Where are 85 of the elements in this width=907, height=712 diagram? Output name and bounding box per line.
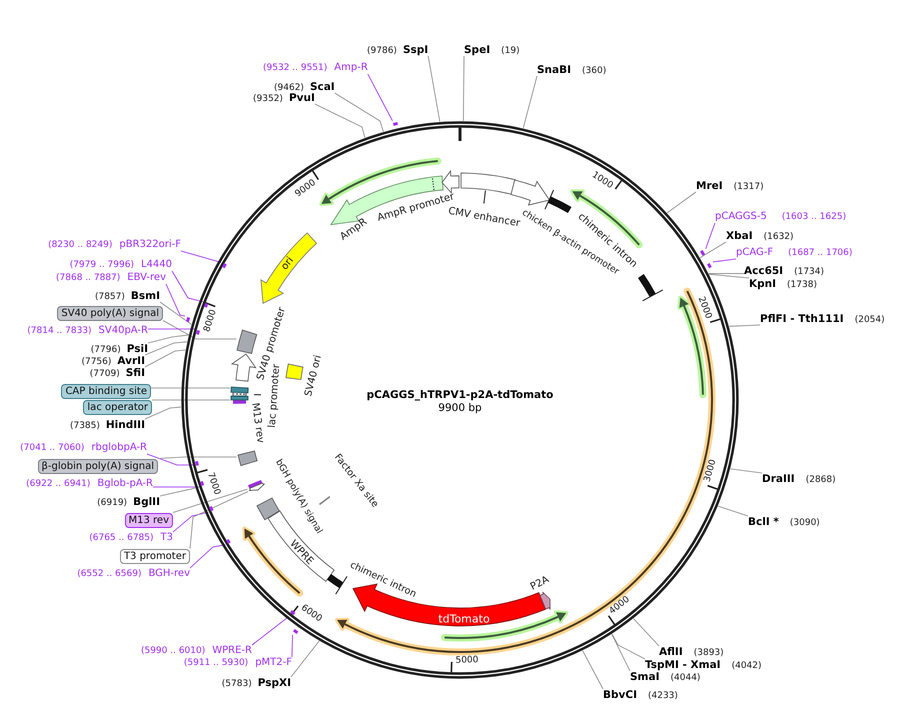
- primer-name: SV40pA-R: [98, 325, 148, 337]
- tick-label: 3000: [704, 458, 719, 483]
- primer-name: rbglobpA-R: [91, 442, 147, 454]
- site-position: (9352): [253, 93, 283, 105]
- enzyme-name: BsmI: [130, 290, 160, 302]
- enzyme-name: SfiI: [126, 367, 145, 379]
- primer-name: L4440: [140, 259, 172, 271]
- feature-label: M13 rev: [249, 402, 265, 444]
- tick-label: 8000: [203, 309, 219, 334]
- enzyme-name: DraIII: [762, 473, 795, 485]
- site-position: (1317): [734, 181, 764, 193]
- primer-position: (1687 .. 1706): [788, 247, 852, 259]
- site-position: (4042): [732, 660, 762, 672]
- primer-position: (5911 .. 5930): [184, 657, 248, 669]
- site-position: (7756): [81, 356, 112, 368]
- primer-name: WPRE-R: [212, 645, 252, 657]
- enzyme-name: SmaI: [630, 671, 660, 683]
- enzyme-name: SspI: [402, 44, 428, 56]
- enzyme-name: SnaBI: [537, 64, 572, 76]
- feature-label: ori: [280, 256, 296, 272]
- feature-label: lac promoter: [268, 364, 282, 428]
- enzyme-name: MreI: [696, 180, 723, 192]
- site-position: (9786): [367, 45, 397, 57]
- enzyme-name: XbaI: [726, 230, 753, 242]
- site-position: (2868): [806, 474, 836, 486]
- site-position: (3090): [790, 517, 820, 529]
- primer-name: pCAGGS-5: [715, 211, 767, 223]
- site-position: (9462): [274, 82, 304, 93]
- enzyme-name: BglII: [133, 496, 160, 508]
- site-position: (7709): [90, 368, 120, 380]
- primer-position: (5990 .. 6010): [140, 645, 206, 657]
- site-position: (1734): [794, 266, 824, 278]
- enzyme-name: AvrII: [117, 355, 145, 367]
- plasmid-length: 9900 bp: [438, 403, 482, 415]
- site-position: (19): [501, 45, 520, 57]
- site-position: (3893): [694, 647, 724, 659]
- primer-name: BGH-rev: [148, 568, 190, 580]
- primer-position: (8230 .. 8249): [48, 239, 112, 251]
- feature-label: SV40 ori: [304, 354, 324, 398]
- enzyme-name: KpnI: [749, 278, 776, 290]
- site-position: (4044): [670, 672, 700, 684]
- primer-position: (7979 .. 7996): [70, 259, 134, 271]
- primer-name: pCAG-F: [736, 247, 774, 259]
- tick-label: 7000: [205, 472, 221, 497]
- primer-position: (6552 .. 6569): [77, 568, 142, 580]
- site-position: (7857): [94, 291, 125, 303]
- enzyme-name: Acc65I: [744, 264, 784, 276]
- primer-position: (7814 .. 7833): [27, 325, 92, 337]
- primer-name: T3: [160, 532, 173, 544]
- primer-name: pMT2-F: [255, 657, 292, 669]
- enzyme-name: HindIII: [106, 419, 145, 431]
- enzyme-name: PvuI: [288, 92, 315, 104]
- site-position: (2054): [854, 314, 885, 326]
- primer-position: (1603 .. 1625): [782, 211, 846, 223]
- site-position: (4233): [648, 690, 678, 702]
- primer-position: (6922 .. 6941): [26, 478, 90, 490]
- primer-name: pBR322ori-F: [119, 239, 181, 251]
- enzyme-name: AflII: [659, 646, 683, 658]
- enzyme-name: BbvCI: [603, 689, 637, 701]
- site-position: (360): [582, 65, 606, 77]
- feature-label: P2A: [529, 575, 551, 593]
- enzyme-name: ScaI: [310, 81, 335, 93]
- tick-label: 5000: [456, 656, 479, 666]
- enzyme-name: TspMI - XmaI: [645, 659, 721, 671]
- plasmid-name: pCAGGS_hTRPV1-p2A-tdTomato: [366, 390, 554, 402]
- enzyme-name: PspXI: [258, 677, 291, 689]
- primer-name: EBV-rev: [127, 272, 166, 284]
- feature-label: tdTomato: [438, 613, 490, 624]
- enzyme-name: BclI *: [748, 516, 779, 528]
- site-position: (7385): [70, 420, 100, 432]
- enzyme-name: SpeI: [464, 44, 490, 56]
- primer-position: (7041 .. 7060): [20, 442, 84, 454]
- primer-position: (6765 .. 6785): [89, 532, 154, 544]
- enzyme-name: PsiI: [126, 343, 148, 355]
- site-position: (7796): [90, 344, 121, 356]
- primer-name: Bglob-pA-R: [97, 478, 153, 490]
- tick-label: 2000: [696, 296, 712, 320]
- primer-name: Amp-R: [334, 62, 368, 74]
- site-position: (5783): [222, 678, 252, 690]
- primer-position: (9532 .. 9551): [263, 62, 328, 74]
- site-position: (1632): [764, 231, 794, 243]
- site-position: (1738): [787, 279, 817, 291]
- enzyme-name: PflFI - Tth111I: [760, 313, 844, 325]
- site-position: (6919): [97, 497, 128, 509]
- primer-position: (7868 .. 7887): [56, 272, 120, 284]
